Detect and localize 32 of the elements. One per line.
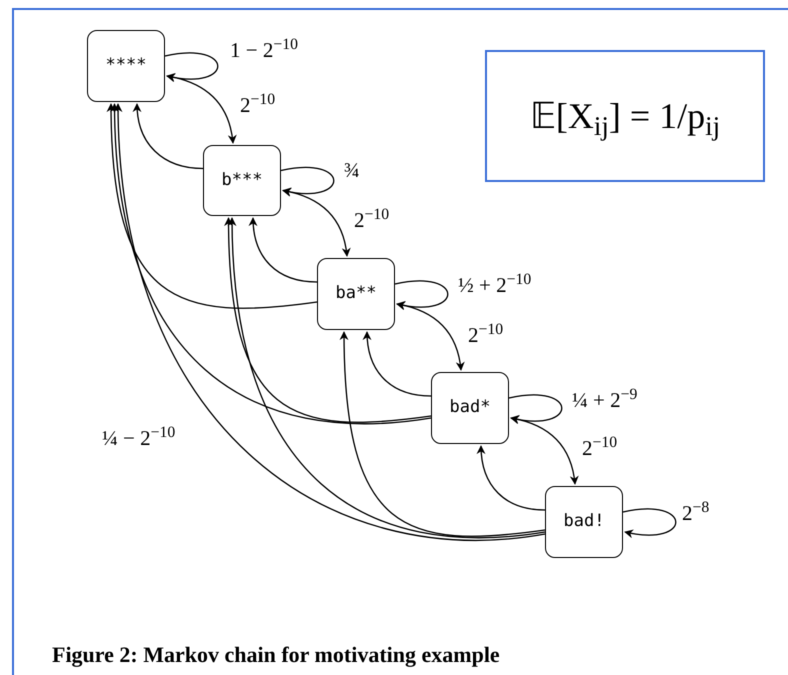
self-loop-arrow [394,280,448,310]
arrow [362,331,432,397]
self-loop-arrow [164,52,218,82]
state-label: ba** [336,282,376,306]
arrow [282,188,350,257]
arrow [510,415,578,485]
state-label: b*** [222,168,262,192]
arrow [476,445,546,511]
formula-box [485,50,765,182]
arrow [340,331,546,537]
self-loop-arrow [280,166,334,196]
figure-caption: Figure 2: Markov chain for motivating example [52,641,500,669]
formula-text: 𝔼[X$_{ij}$] = 1/p$_{ij}$ [530,95,720,143]
state-box [545,486,623,558]
arrow [396,301,464,371]
state-box [317,258,395,330]
arrow [228,217,546,538]
arrow [110,103,432,424]
arrow [114,103,546,541]
arrow [132,103,204,170]
arrow [166,73,236,144]
state-label: bad! [564,510,604,534]
arrow [106,103,318,309]
state-label: bad* [450,396,490,420]
arrow [248,217,318,283]
self-loop-arrow [508,394,562,424]
arrow [224,217,432,423]
state-label: **** [106,54,146,78]
state-box [87,30,165,102]
self-loop-arrow [622,508,676,538]
state-box [203,145,281,216]
state-box [431,372,509,444]
